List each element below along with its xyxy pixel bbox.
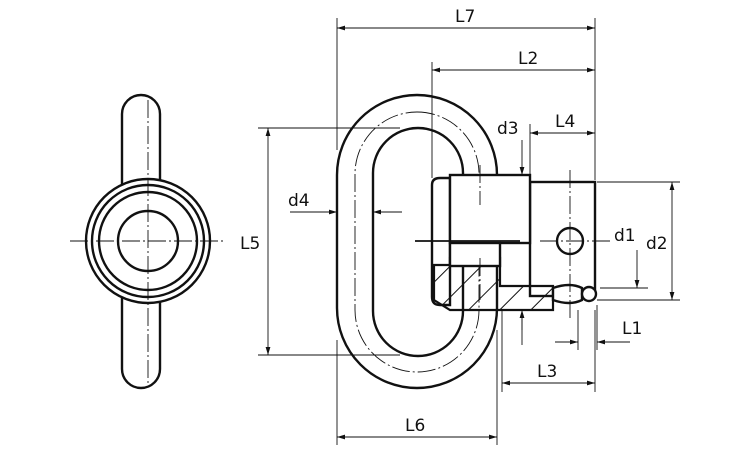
side-view <box>70 93 226 390</box>
front-view <box>335 93 610 390</box>
label-d2: d2 <box>646 234 668 254</box>
detent-ball <box>551 283 584 305</box>
label-L3: L3 <box>537 362 557 382</box>
label-L6: L6 <box>405 416 425 436</box>
extension-lines <box>258 18 680 445</box>
label-L5: L5 <box>240 234 260 254</box>
label-d1: d1 <box>614 226 636 246</box>
label-L4: L4 <box>555 112 575 132</box>
label-L2: L2 <box>518 49 538 69</box>
label-d3: d3 <box>497 119 519 139</box>
nut <box>448 173 532 245</box>
label-L7: L7 <box>455 7 475 27</box>
label-d4: d4 <box>288 191 310 211</box>
dimension-lines <box>265 25 675 440</box>
ball-end <box>580 285 598 303</box>
label-L1: L1 <box>622 319 642 339</box>
inner-step <box>448 241 502 268</box>
dimension-labels: L7 L2 L4 d3 d4 L5 d1 d2 L1 L3 L6 <box>240 7 668 436</box>
